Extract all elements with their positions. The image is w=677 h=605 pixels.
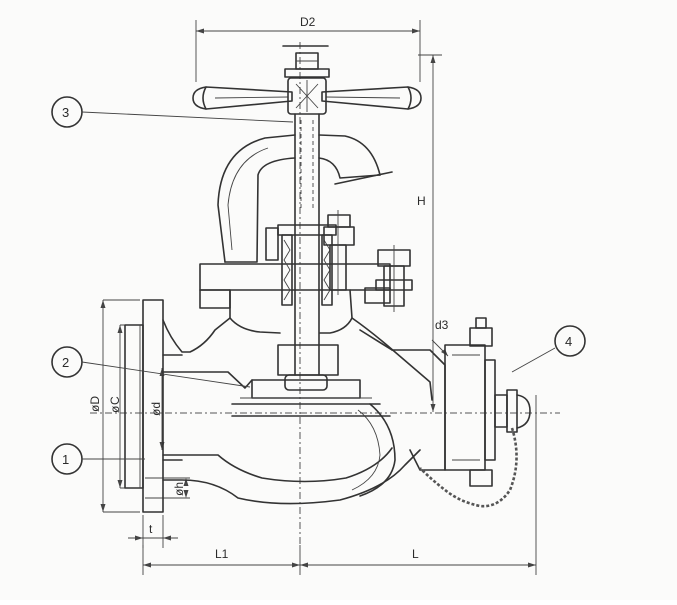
dimension-d2: D2 — [195, 15, 421, 82]
label-d2: D2 — [300, 15, 316, 29]
svg-text:ø: ø — [108, 405, 122, 413]
callout-2: 2 — [51, 346, 251, 388]
label-oh: øh — [172, 482, 186, 496]
label-l1: L1 — [215, 547, 229, 561]
label-oinner: ød — [149, 402, 163, 416]
yoke-bonnet — [199, 134, 413, 334]
label-od: øD — [88, 396, 102, 412]
label-d3: d3 — [435, 318, 449, 332]
dimension-t: t — [128, 515, 178, 548]
dimension-l1-l: L1 L — [142, 395, 537, 575]
callout-1: 1 — [51, 443, 145, 475]
chain — [419, 427, 518, 508]
valve-body — [124, 299, 446, 513]
label-h: H — [417, 194, 426, 208]
dimension-c: C ø — [108, 324, 140, 489]
callout-4-label: 4 — [565, 334, 572, 349]
callout-3-label: 3 — [62, 105, 69, 120]
label-c: C — [108, 396, 122, 405]
dimension-oh: øh — [145, 477, 190, 499]
center-lines — [90, 42, 560, 548]
callout-1-label: 1 — [62, 452, 69, 467]
label-l: L — [412, 547, 419, 561]
callout-3: 3 — [51, 96, 294, 128]
callout-2-label: 2 — [62, 355, 69, 370]
outlet-cap — [444, 317, 531, 487]
handwheel — [192, 45, 422, 115]
dimension-d3: d3 — [431, 318, 449, 357]
callout-4: 4 — [511, 325, 586, 373]
label-t: t — [149, 522, 153, 536]
dimension-oinner: ød — [149, 368, 165, 450]
dimension-od: øD — [88, 299, 140, 513]
valve-disc — [232, 344, 380, 405]
stem — [294, 113, 320, 376]
